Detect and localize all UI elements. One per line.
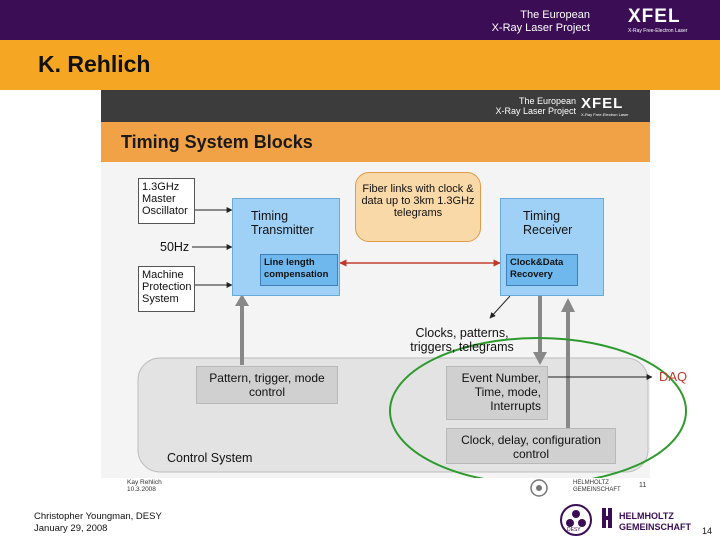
transmitter-up-arrowhead bbox=[235, 294, 249, 306]
machine-protection-box: Machine Protection System bbox=[138, 266, 195, 312]
slide-page-number: 11 bbox=[639, 482, 647, 489]
receiver-down-arrowhead bbox=[533, 352, 547, 365]
xfel-logo-tag: X-Ray Free-Electron Laser bbox=[628, 28, 688, 34]
slide-desy-icon bbox=[530, 479, 548, 497]
hz-label: 50Hz bbox=[160, 240, 190, 254]
presenter-block: Christopher Youngman, DESY January 29, 2… bbox=[34, 511, 162, 535]
brand-line-2: X-Ray Laser Project bbox=[491, 22, 590, 34]
slide-title: Timing System Blocks bbox=[121, 132, 313, 152]
presenter-name: Christopher Youngman, DESY bbox=[34, 511, 162, 522]
slide-xfel-logo: XFEL bbox=[581, 95, 624, 112]
presentation-date: January 29, 2008 bbox=[34, 523, 108, 534]
slide-helmholtz: HELMHOLTZ bbox=[573, 480, 609, 486]
control-system-label: Control System bbox=[167, 451, 253, 465]
slide-brand-line-1: The European bbox=[518, 96, 576, 106]
transmitter-label: Timing Transmitter bbox=[251, 209, 314, 237]
slide-xfel-logo-tag: X-Ray Free-Electron Laser bbox=[581, 112, 629, 117]
brand-line-1: The European bbox=[520, 9, 590, 21]
desy-logo-text: DESY bbox=[567, 527, 581, 533]
right-margin bbox=[652, 90, 720, 500]
slide-helmholtz-text: HELMHOLTZ GEMEINSCHAFT bbox=[573, 480, 621, 494]
gemeinschaft-line: GEMEINSCHAFT bbox=[619, 522, 691, 532]
speaker-name: K. Rehlich bbox=[38, 51, 151, 77]
desy-logo-icon bbox=[560, 504, 592, 536]
page-number: 14 bbox=[702, 526, 713, 536]
slide-brand-text: The European X-Ray Laser Project bbox=[456, 96, 576, 116]
fiber-links-callout: Fiber links with clock & data up to 3km … bbox=[355, 172, 481, 242]
clock-up-arrowhead bbox=[561, 298, 575, 312]
slide-date: 10.3.2008 bbox=[127, 486, 156, 493]
slide-brand-line-2: X-Ray Laser Project bbox=[495, 106, 576, 116]
receiver-outputs-arrow bbox=[489, 295, 511, 319]
top-banner: The European X-Ray Laser Project XFEL X-… bbox=[0, 0, 720, 40]
event-number-box: Event Number, Time, mode, Interrupts bbox=[446, 366, 548, 420]
speaker-title-band: K. Rehlich bbox=[0, 40, 720, 90]
slide-title-band bbox=[101, 122, 650, 162]
slide-footer: Kay Rehlich 10.3.2008 11 HELMHOLTZ GEMEI… bbox=[101, 478, 650, 498]
brand-text: The European X-Ray Laser Project bbox=[470, 9, 590, 35]
helmholtz-line: HELMHOLTZ bbox=[619, 511, 674, 521]
outputs-label: Clocks, patterns, triggers, telegrams bbox=[410, 326, 514, 354]
master-oscillator-box: 1.3GHz Master Oscillator bbox=[138, 178, 195, 224]
clock-data-recovery-box: Clock&Data Recovery bbox=[506, 254, 578, 286]
daq-label: DAQ bbox=[659, 369, 688, 384]
line-length-box: Line length compensation bbox=[260, 254, 338, 286]
pattern-trigger-box: Pattern, trigger, mode control bbox=[196, 366, 338, 404]
helmholtz-text: HELMHOLTZ GEMEINSCHAFT bbox=[619, 511, 691, 533]
slide-gemeinschaft: GEMEINSCHAFT bbox=[573, 487, 621, 493]
xfel-logo: XFEL bbox=[628, 6, 681, 27]
slide-header: The European X-Ray Laser Project XFEL X-… bbox=[101, 90, 650, 122]
helmholtz-logo-icon bbox=[602, 508, 612, 528]
clock-delay-box: Clock, delay, configuration control bbox=[446, 428, 616, 464]
slide-author: Kay Rehlich bbox=[127, 479, 162, 486]
slide-footer-author: Kay Rehlich 10.3.2008 bbox=[127, 479, 162, 493]
receiver-label: Timing Receiver bbox=[523, 209, 573, 237]
